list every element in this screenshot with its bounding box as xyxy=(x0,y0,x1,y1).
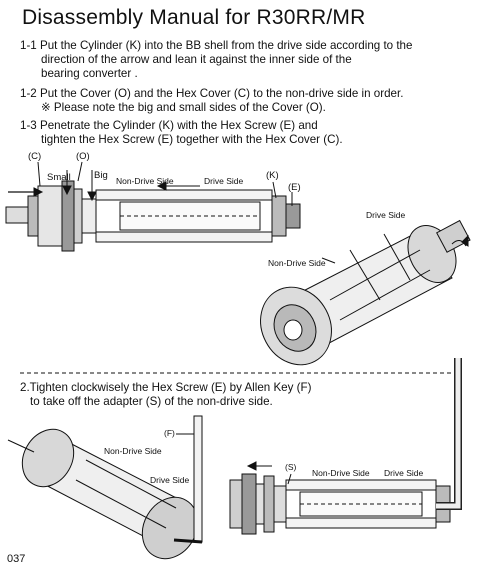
step-1-1-line-3: bearing converter . xyxy=(41,67,138,80)
label-f: (F) xyxy=(164,428,175,438)
label-drive-side-1: Drive Side xyxy=(204,176,244,186)
label-o: (O) xyxy=(76,151,90,162)
page-number: 037 xyxy=(7,553,26,565)
step-2-line-1: 2.Tighten clockwisely the Hex Screw (E) … xyxy=(20,381,312,394)
label-big: Big xyxy=(94,170,108,181)
label-k: (K) xyxy=(266,170,279,181)
step-1-2-line-1: 1-2 Put the Cover (O) and the Hex Cover … xyxy=(20,87,404,100)
step-1-2: 1-2 Put the Cover (O) and the Hex Cover … xyxy=(20,87,403,115)
cylinder-3d-diagram-2 xyxy=(7,415,203,560)
step-1-1: 1-1 Put the Cylinder (K) into the BB she… xyxy=(20,39,412,81)
step-1-3-line-1: 1-3 Penetrate the Cylinder (K) with the … xyxy=(20,119,318,132)
label-drive-side-2: Drive Side xyxy=(366,210,406,220)
step-1-1-line-1: 1-1 Put the Cylinder (K) into the BB she… xyxy=(20,39,413,52)
step-1-3-line-2: tighten the Hex Screw (E) together with … xyxy=(41,133,343,146)
label-small: Small xyxy=(47,172,71,183)
label-non-drive-side-2: Non-Drive Side xyxy=(268,258,326,268)
label-non-drive-side-1: Non-Drive Side xyxy=(116,176,174,186)
step-2-line-2: to take off the adapter (S) of the non-d… xyxy=(30,395,273,408)
step-1-3: 1-3 Penetrate the Cylinder (K) with the … xyxy=(20,119,343,147)
label-drive-side-4: Drive Side xyxy=(384,468,424,478)
step-2: 2.Tighten clockwisely the Hex Screw (E) … xyxy=(20,381,311,409)
label-non-drive-side-4: Non-Drive Side xyxy=(312,468,370,478)
label-c: (C) xyxy=(28,151,42,162)
label-non-drive-side-3: Non-Drive Side xyxy=(104,446,162,456)
cylinder-3d-diagram-1 xyxy=(260,219,471,366)
label-drive-side-3: Drive Side xyxy=(150,475,190,485)
cross-section-diagram-2 xyxy=(229,358,462,535)
label-s: (S) xyxy=(285,462,297,472)
step-1-2-line-2: ※ Please note the big and small sides of… xyxy=(41,101,326,114)
label-e: (E) xyxy=(288,182,301,193)
cross-section-diagram-1 xyxy=(5,161,301,252)
page-title: Disassembly Manual for R30RR/MR xyxy=(22,6,366,29)
step-1-1-line-2: direction of the arrow and lean it again… xyxy=(41,53,352,66)
